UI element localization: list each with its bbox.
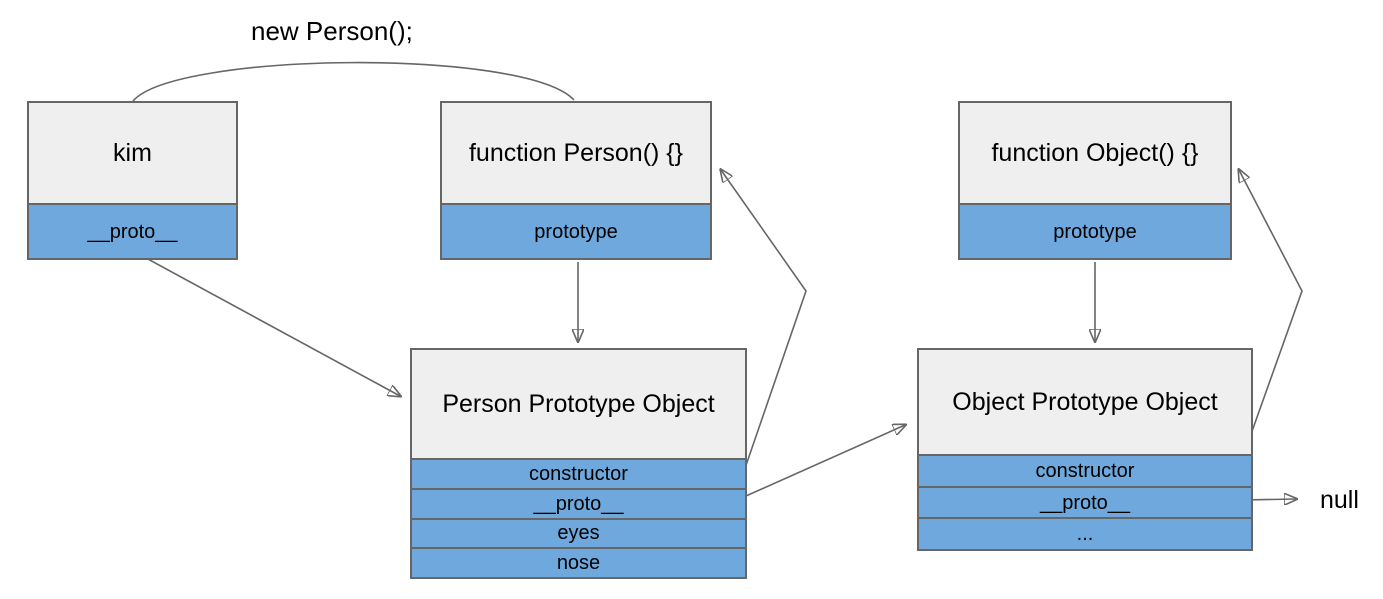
- box-function-person-row-prototype: prototype: [442, 203, 710, 258]
- box-kim: kim __proto__: [27, 101, 238, 260]
- box-person-prototype-row-constructor: constructor: [412, 458, 745, 488]
- box-function-object-row-prototype: prototype: [960, 203, 1230, 258]
- box-function-person-title: function Person() {}: [442, 103, 710, 203]
- new-person-annotation: new Person();: [251, 16, 413, 46]
- box-object-prototype-object: Object Prototype Object constructor __pr…: [917, 348, 1253, 551]
- box-person-prototype-row-eyes: eyes: [412, 517, 745, 548]
- arrow-kim-proto-to-person-prototype: [134, 251, 400, 396]
- box-person-prototype-row-proto: __proto__: [412, 487, 745, 518]
- box-function-object: function Object() {} prototype: [958, 101, 1232, 260]
- arrow-person-proto-to-object-prototype-object: [727, 425, 905, 505]
- box-object-prototype-row-constructor: constructor: [919, 454, 1251, 486]
- box-person-prototype-title: Person Prototype Object: [412, 350, 745, 458]
- box-person-prototype-object: Person Prototype Object constructor __pr…: [410, 348, 747, 579]
- box-person-prototype-row-nose: nose: [412, 547, 745, 577]
- box-function-object-title: function Object() {}: [960, 103, 1230, 203]
- box-kim-row-proto: __proto__: [29, 203, 236, 258]
- arc-new-person: [132, 61, 575, 102]
- box-object-prototype-row-proto: __proto__: [919, 485, 1251, 518]
- box-function-person: function Person() {} prototype: [440, 101, 712, 260]
- null-label: null: [1320, 486, 1359, 514]
- box-kim-title: kim: [29, 103, 236, 203]
- box-object-prototype-title: Object Prototype Object: [919, 350, 1251, 454]
- box-object-prototype-row-ellipsis: ...: [919, 517, 1251, 550]
